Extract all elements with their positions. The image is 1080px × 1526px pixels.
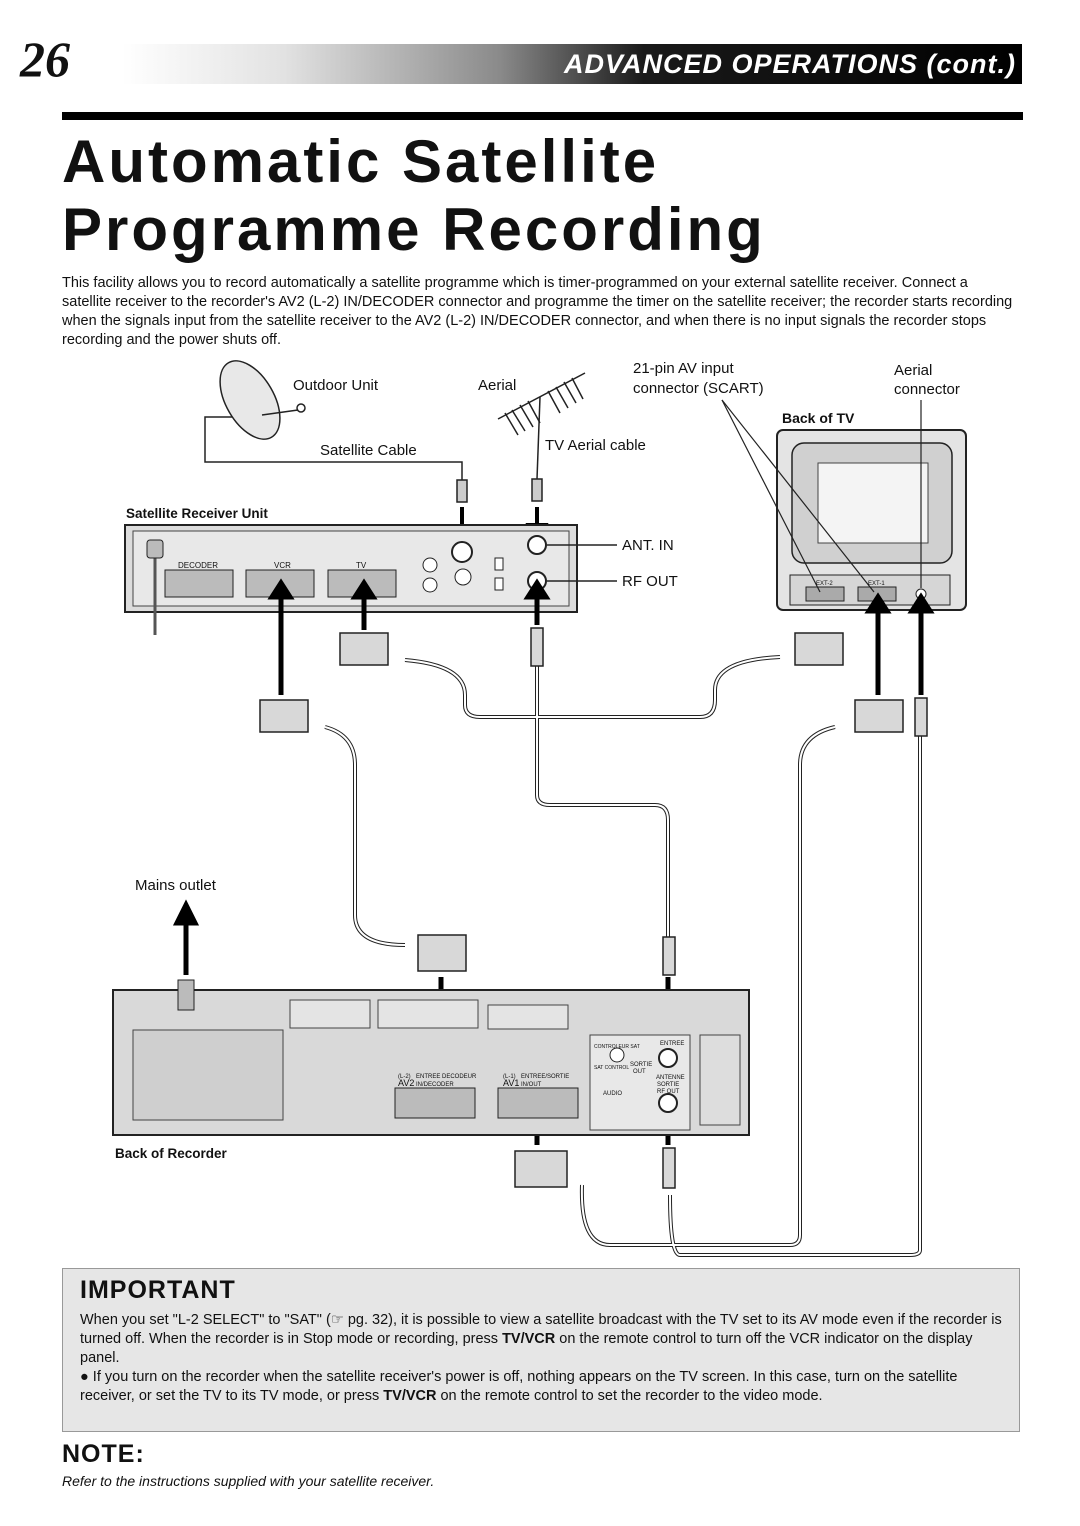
section-heading: ADVANCED OPERATIONS (cont.) (564, 49, 1016, 79)
recorder-back (112, 979, 750, 1136)
important-p1-b: pg. 32), it is possible to view a satell… (80, 1312, 1002, 1347)
label-ext2: EXT-2 (816, 581, 833, 587)
label-rf-out-small: RF OUT (657, 1089, 680, 1095)
label-out: OUT (633, 1069, 646, 1075)
label-av1-entree: ENTREE/SORTIE (521, 1074, 569, 1080)
label-av-input-2: connector (SCART) (633, 380, 764, 397)
important-paragraph-1: When you set "L-2 SELECT" to "SAT" (☞ pg… (80, 1311, 1005, 1368)
important-paragraph-2: ● If you turn on the recorder when the s… (80, 1368, 1005, 1406)
header-band (122, 44, 1022, 84)
label-entree: ENTREE (660, 1041, 684, 1047)
label-satellite-receiver-unit: Satellite Receiver Unit (126, 506, 268, 521)
label-vcr: VCR (274, 561, 291, 570)
label-antenne: ANTENNE (656, 1075, 685, 1081)
label-audio: AUDIO (603, 1091, 622, 1097)
label-sat-control: SAT CONTROL (594, 1065, 629, 1071)
tv-vcr-key: TV/VCR (502, 1331, 556, 1347)
label-decoder: DECODER (178, 561, 218, 570)
tv-set (776, 429, 967, 611)
intro-paragraph: This facility allows you to record autom… (62, 275, 1013, 348)
satellite-receiver (124, 524, 578, 635)
label-sortie-rf: SORTIE (657, 1082, 679, 1088)
note-text: Refer to the instructions supplied with … (62, 1473, 435, 1489)
note-heading: NOTE: (62, 1440, 145, 1468)
important-p2-a: If you turn on the recorder when the sat… (80, 1369, 958, 1404)
label-av-input-1: 21-pin AV input (633, 360, 734, 377)
bullet-icon: ● (80, 1369, 89, 1385)
label-sortie: SORTIE (630, 1062, 652, 1068)
important-box (62, 1268, 1020, 1432)
label-av2: AV2 (398, 1078, 414, 1088)
label-av2-in: IN/DECODER (416, 1082, 454, 1088)
label-controleur-sat: CONTROLEUR SAT (594, 1044, 640, 1050)
label-back-of-tv: Back of TV (782, 410, 855, 426)
label-ext1: EXT-1 (868, 581, 885, 587)
connection-diagram: Outdoor Unit Aerial 21-pin AV input conn… (112, 360, 967, 1257)
label-av2-entree: ENTREE DECODEUR (416, 1074, 477, 1080)
title-line-1: Automatic Satellite (62, 128, 660, 195)
label-aerial-connector-1: Aerial (894, 362, 932, 379)
satellite-dish-icon (219, 360, 306, 440)
label-tv: TV (356, 561, 367, 570)
label-mains-outlet: Mains outlet (135, 877, 217, 894)
label-ant-in: ANT. IN (622, 537, 674, 554)
title-line-2: Programme Recording (62, 196, 766, 263)
important-heading: IMPORTANT (80, 1276, 236, 1304)
important-p1-a: When you set "L-2 SELECT" to "SAT" ( (80, 1312, 331, 1328)
aerial-icon (497, 372, 586, 480)
label-aerial: Aerial (478, 377, 516, 394)
important-p1-c: on the remote control to turn off the VC… (80, 1331, 973, 1366)
label-aerial-connector-2: connector (894, 381, 960, 398)
label-av1-in: IN/OUT (521, 1082, 542, 1088)
label-satellite-cable: Satellite Cable (320, 442, 417, 459)
label-l2: (L-2) (398, 1074, 411, 1080)
label-av1: AV1 (503, 1078, 519, 1088)
page-ref-icon: ☞ (330, 1312, 344, 1328)
important-p2-b: on the remote control to set the recorde… (436, 1388, 823, 1404)
page-number: 26 (20, 31, 70, 87)
label-l1: (L-1) (503, 1074, 516, 1080)
label-outdoor-unit: Outdoor Unit (293, 377, 379, 394)
tv-vcr-key-2: TV/VCR (383, 1388, 437, 1404)
label-back-of-recorder: Back of Recorder (115, 1146, 228, 1161)
title-rule (62, 112, 1023, 120)
label-tv-aerial-cable: TV Aerial cable (545, 437, 646, 454)
label-rf-out: RF OUT (622, 573, 678, 590)
page-title: Automatic Satellite Programme Recording (62, 128, 766, 264)
